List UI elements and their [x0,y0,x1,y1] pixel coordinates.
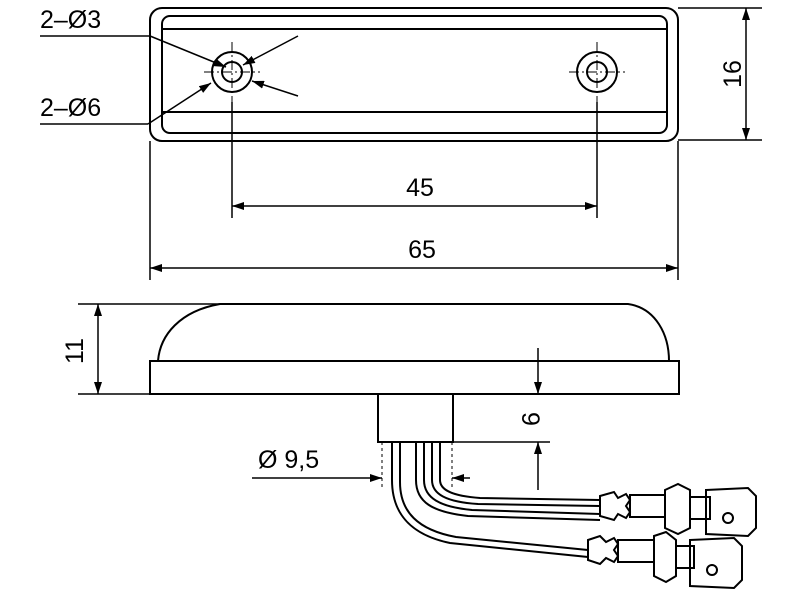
width-dimension-label: 16 [719,60,747,88]
top-view-inner-outline [161,15,668,134]
hole-spacing-label: 45 [406,174,434,202]
base-height-label: 9 [516,412,544,426]
hole-small-leader [40,35,299,68]
hole-small-label: 2–Ø3 [40,6,101,34]
height-dimension: 11 [61,303,220,395]
width-dimension: 16 [678,7,762,141]
cable-boss [377,393,454,443]
length-label: 65 [408,236,436,264]
base-height-dimension: 9 [453,348,550,490]
hole-large-leader [40,80,299,125]
height-label: 11 [61,338,89,364]
cable-diameter-label: Ø 9,5 [258,446,319,474]
top-view: 2–Ø3 2–Ø6 16 45 65 [40,6,762,280]
mounting-hole-left [204,42,260,102]
mounting-hole-right [569,42,625,102]
housing-base [149,360,680,395]
top-view-outer-outline [149,7,679,142]
lens-dome [157,303,670,362]
length-dimension: 65 [149,141,679,280]
hole-spacing-dimension: 45 [231,102,598,218]
connector-lower [587,530,743,590]
side-view: 11 9 Ø 9,5 [61,303,757,590]
cable-diameter-dimension: Ø 9,5 [252,446,470,482]
connector-upper [599,482,757,538]
hole-large-label: 2–Ø6 [40,94,101,122]
wire-bundle [381,442,601,558]
